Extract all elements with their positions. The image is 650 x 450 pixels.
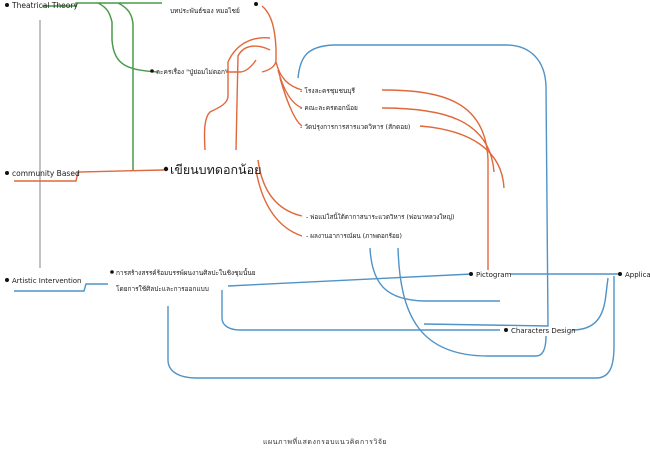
label-character-design: Characters Design — [511, 327, 576, 335]
label-orange-item-3: - วัดปรุงการการสารแวดวิหาร (สักดอย) — [300, 123, 410, 131]
dot-main-thai — [163, 166, 169, 172]
orange-down-to-main-1 — [235, 45, 271, 151]
blue-artistic-line — [14, 283, 108, 292]
label-method-line-1: การสร้างสรรค์ร้อมบรรพ์ผนงานศิลปะในชิงชุม… — [116, 268, 256, 277]
dot-method — [110, 270, 114, 274]
diagram-caption: แผนภาพที่แสดงกรอบแนวคิดการวิจัย — [262, 438, 388, 446]
label-orange-item-5: - ผลงานอาการณ์ผน (ภาพดอกร้อย) — [306, 232, 402, 240]
orange-down-to-main-2 — [203, 37, 271, 151]
orange-to-item-5 — [255, 169, 303, 237]
label-orange-item-4: - พ่อแม่ใสนิ้ใต้ตากาสนาระแวดวิหาร (พ่อนา… — [306, 212, 454, 221]
blue-lower-loop — [167, 276, 615, 379]
blue-big-loop — [297, 44, 549, 327]
orange-community-line — [14, 169, 165, 182]
label-pictogram: Pictogram — [476, 271, 511, 279]
orange-top-to-play — [261, 5, 277, 73]
orange-item1-to-pictogram — [381, 89, 489, 270]
dot-pictogram — [469, 272, 473, 276]
label-application: Applicat — [625, 271, 650, 279]
blue-connectors — [14, 44, 618, 379]
dot-character-design — [504, 328, 508, 332]
blue-character-to-application — [571, 277, 609, 331]
blue-item4-loop — [369, 247, 500, 302]
blue-method-to-pictogram — [227, 273, 473, 287]
orange-to-item-4 — [257, 159, 303, 217]
label-orange-item-1: - โรงละครชุมชนบุรี — [300, 87, 356, 95]
orange-to-item-3 — [279, 77, 303, 127]
label-theatrical-theory: Theatrical Theory — [11, 1, 78, 10]
orange-to-item-2 — [277, 69, 303, 109]
orange-connectors — [14, 5, 505, 270]
label-method-line-2: โดยการใช้ศิลปะและการออกแบบ — [116, 285, 209, 293]
label-orange-item-2: - คณะละครดอกน้อย — [300, 104, 358, 112]
label-thai-play: ละครเรื่อง "ปู่ย่อมไม่ดอก" — [156, 67, 228, 76]
green-branch-left — [97, 2, 159, 73]
dot-community-based — [5, 171, 9, 175]
blue-item5-loop — [397, 247, 547, 357]
label-artistic-intervention: Artistic Intervention — [12, 277, 82, 285]
orange-item2-curve — [381, 107, 495, 173]
label-community-based: community Based — [12, 169, 80, 178]
orange-play-link — [226, 59, 257, 73]
label-main-thai: เขียนบทดอกน้อย — [170, 162, 261, 177]
dot-artistic-intervention — [5, 278, 9, 282]
node-labels: Theatrical Theory บทประพันธ์ของ หมอไชย์ … — [11, 1, 650, 335]
orange-item3-curve — [419, 125, 505, 189]
dot-top-thai — [254, 2, 258, 6]
dot-thai-play — [150, 69, 154, 73]
node-dots — [5, 2, 622, 332]
orange-to-item-1 — [275, 61, 303, 91]
green-branch-right — [117, 2, 134, 170]
green-connectors — [42, 2, 162, 170]
dot-application — [618, 272, 622, 276]
label-top-thai: บทประพันธ์ของ หมอไชย์ — [170, 7, 240, 15]
dot-theatrical-theory — [5, 3, 9, 7]
blue-method-to-character — [221, 290, 500, 331]
